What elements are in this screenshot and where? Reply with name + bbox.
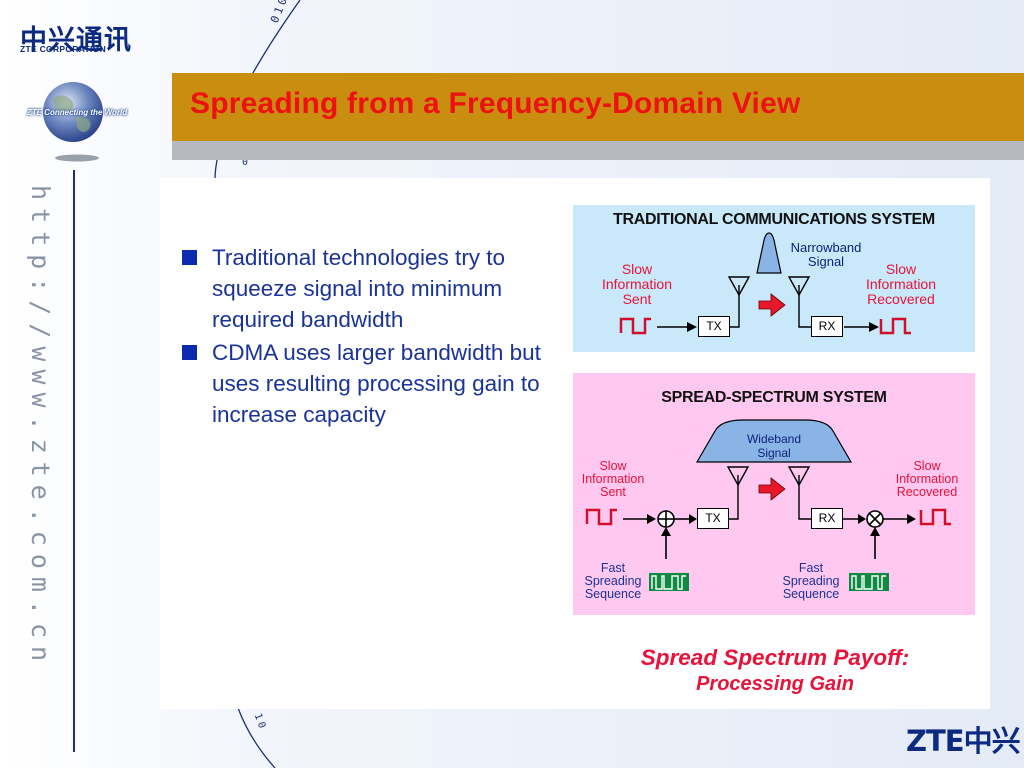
globe-caption: ZTE Connecting the World xyxy=(26,108,128,117)
slow-info-recovered-label: Slow Information Recovered xyxy=(865,261,937,307)
bullet-text: Traditional technologies try to squeeze … xyxy=(212,245,506,332)
slide-title: Spreading from a Frequency-Domain View xyxy=(190,87,801,120)
tx-box: TX xyxy=(698,316,730,337)
diagram-title: SPREAD-SPECTRUM SYSTEM xyxy=(661,389,887,406)
title-bar-shadow xyxy=(172,141,1024,160)
traditional-system-diagram: TRADITIONAL COMMUNICATIONS SYSTEM TX RX … xyxy=(573,205,975,352)
diagram-title: TRADITIONAL COMMUNICATIONS SYSTEM xyxy=(613,211,935,228)
rx-box: RX xyxy=(811,316,843,337)
bullet-text: CDMA uses larger bandwidth but uses resu… xyxy=(212,340,541,427)
rx-box: RX xyxy=(811,508,843,529)
left-vertical-rule xyxy=(73,170,75,752)
slow-info-sent-label: Slow Information Sent xyxy=(581,459,645,499)
globe-logo: ZTE Connecting the World xyxy=(18,78,136,164)
payoff-line-1: Spread Spectrum Payoff: xyxy=(640,645,910,670)
bullet-list: Traditional technologies try to squeeze … xyxy=(182,242,552,432)
fast-spreading-seq-label-left: Fast Spreading Sequence xyxy=(584,561,642,601)
globe-icon xyxy=(43,82,103,162)
bullet-item: Traditional technologies try to squeeze … xyxy=(182,242,552,335)
bullet-item: CDMA uses larger bandwidth but uses resu… xyxy=(182,337,552,430)
square-bullet-icon xyxy=(182,345,197,360)
narrowband-signal-label: Narrowband Signal xyxy=(790,240,862,269)
zte-url-vertical: http://www.zte.com.cn xyxy=(26,185,55,670)
square-bullet-icon xyxy=(182,250,197,265)
spread-diagram-graphic xyxy=(585,419,951,591)
tx-box: TX xyxy=(697,508,729,529)
title-bar xyxy=(172,73,1024,141)
fast-spreading-seq-label-right: Fast Spreading Sequence xyxy=(782,561,840,601)
payoff-line-2: Processing Gain xyxy=(696,673,854,695)
wideband-signal-label: Wideband Signal xyxy=(746,432,802,460)
payoff-caption: Spread Spectrum Payoff: Processing Gain xyxy=(600,645,950,696)
svg-text:0: 0 xyxy=(242,157,248,168)
traditional-diagram-graphic xyxy=(619,232,911,335)
slow-info-recovered-label: Slow Information Recovered xyxy=(895,459,959,499)
zte-chinese-logo: 中兴通讯 xyxy=(20,25,132,56)
spread-spectrum-diagram: SPREAD-SPECTRUM SYSTEM xyxy=(573,373,975,615)
zte-corporation-logo: ZTE CORPORATION xyxy=(20,44,107,54)
slow-info-sent-label: Slow Information Sent xyxy=(601,261,673,307)
zte-footer-logo: ZTE中兴 xyxy=(906,724,1021,758)
